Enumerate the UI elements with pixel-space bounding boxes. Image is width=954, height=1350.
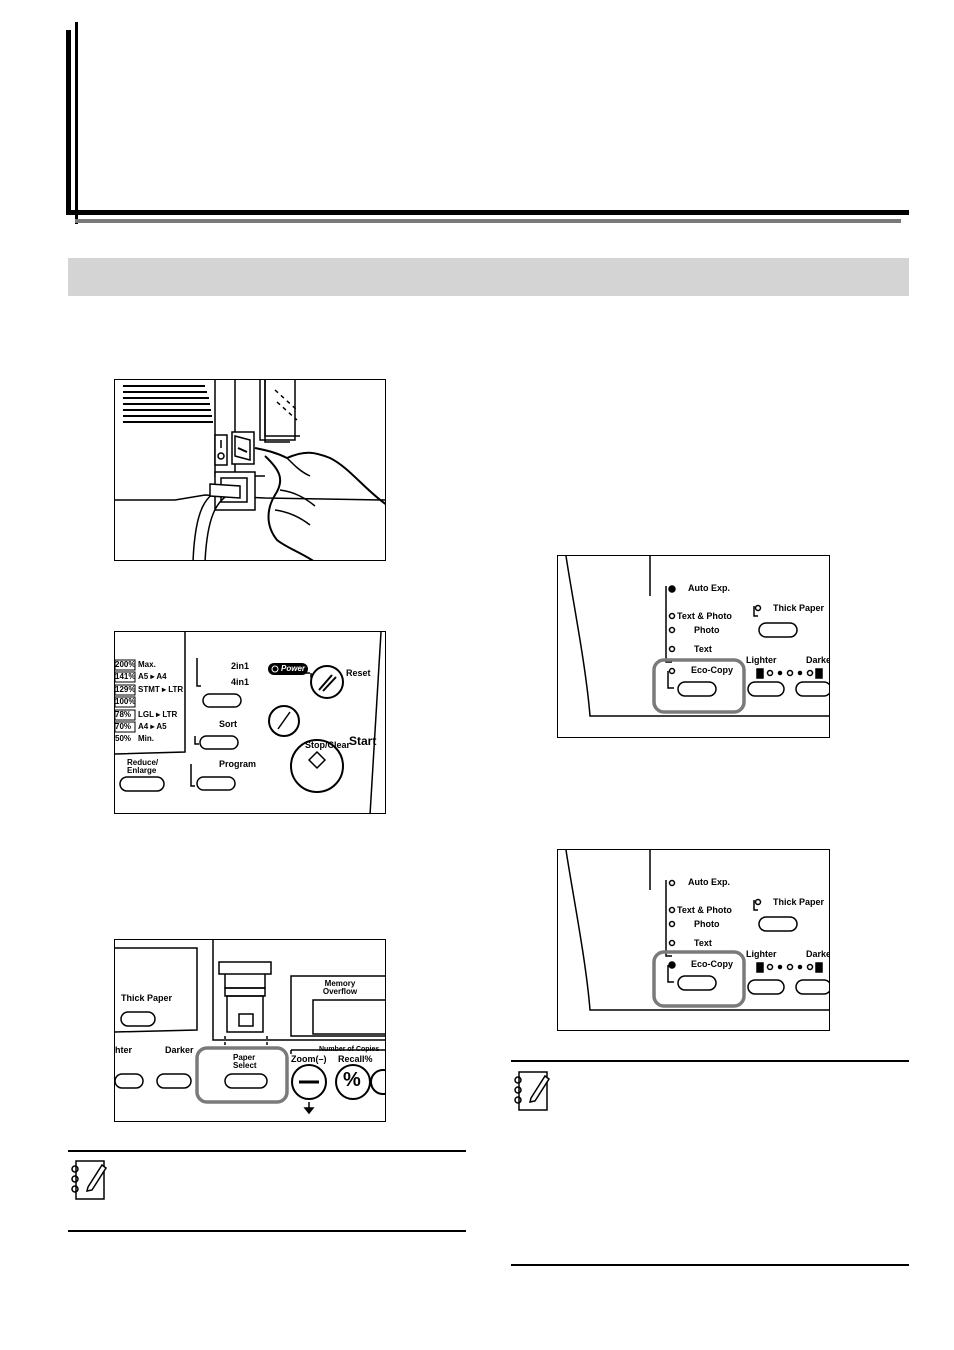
photo-label: Photo [694,625,720,635]
recall-percent-glyph: % [343,1069,361,1091]
darker-label: Darker [165,1045,194,1055]
photo-label: Photo [694,919,720,929]
thick-paper-label: Thick Paper [773,603,825,613]
sort-label: Sort [219,719,237,729]
chapter-bottom-rule-thin [75,219,901,223]
program-label: Program [219,759,257,769]
reset-label: Reset [346,668,371,678]
eco-copy-label: Eco-Copy [691,959,734,969]
ratio-78-pct: 78% [115,710,132,719]
thick-paper-label: Thick Paper [773,897,825,907]
section-band [68,258,909,296]
start-label: Start [349,734,377,748]
notebook-icon [514,1071,551,1111]
ratio-141-label: A5 ▸ A4 [138,672,167,681]
paper-select-panel-illustration: Thick Paper hter Darker Memory Overflow … [114,939,386,1122]
darker-label: Darke [806,655,830,665]
note-rule-top-left [68,1150,466,1152]
ratio-129-label: STMT ▸ LTR [138,685,184,694]
darker-label: Darke [806,949,830,959]
two-in-one-label: 2in1 [231,661,250,671]
reduce-enlarge-label: Reduce/ Enlarge [127,758,159,775]
note-rule-bottom-right [511,1264,909,1266]
ratio-70-label: A4 ▸ A5 [138,722,167,731]
ratio-129-pct: 129% [115,685,136,694]
ratio-78-label: LGL ▸ LTR [138,710,178,719]
four-in-one-label: 4in1 [231,677,250,687]
thick-paper-label: Thick Paper [121,993,173,1003]
text-photo-label: Text & Photo [677,611,732,621]
note-rule-top-right [511,1060,909,1062]
auto-exp-label: Auto Exp. [688,583,730,593]
eco-copy-on-panel-illustration: Auto Exp. Text & Photo Photo Text Eco-Co… [557,849,830,1031]
operation-panel-start-illustration: 200% Max. 141% A5 ▸ A4 129% STMT ▸ LTR 1… [114,631,386,814]
number-of-copies-label: Number of Copies [319,1046,380,1053]
power-switch-illustration [114,379,386,561]
text-photo-label: Text & Photo [677,905,732,915]
ratio-70-pct: 70% [115,722,132,731]
auto-exp-label: Auto Exp. [688,877,730,887]
ratio-141-pct: 141% [115,672,136,681]
text-label: Text [694,644,712,654]
notebook-icon [71,1160,108,1200]
chapter-left-rule-thick [66,30,71,215]
ratio-200-label: Max. [138,660,156,669]
memory-overflow-label: Memory Overflow [322,979,358,996]
note-rule-bottom-left [68,1230,466,1232]
eco-copy-label: Eco-Copy [691,665,734,675]
recall-label: Recall% [338,1054,373,1064]
ratio-50-label: Min. [138,734,154,743]
ratio-100-pct: 100% [115,697,136,706]
ratio-200-pct: 200% [115,660,136,669]
text-label: Text [694,938,712,948]
stop-clear-label: Stop/Clear [305,740,351,750]
power-label: Power [281,664,306,673]
zoom-label: Zoom(–) [291,1054,327,1064]
lighter-label: Lighter [746,949,777,959]
lighter-label: hter [115,1045,133,1055]
chapter-bottom-rule-thick [66,210,909,215]
chapter-left-rule-thin [75,22,78,224]
ratio-50-pct: 50% [115,734,132,743]
paper-select-label: Paper Select [233,1053,257,1070]
eco-copy-off-panel-illustration: Auto Exp. Text & Photo Photo Text Eco-Co… [557,555,830,738]
lighter-label: Lighter [746,655,777,665]
reset-icon [318,674,333,691]
